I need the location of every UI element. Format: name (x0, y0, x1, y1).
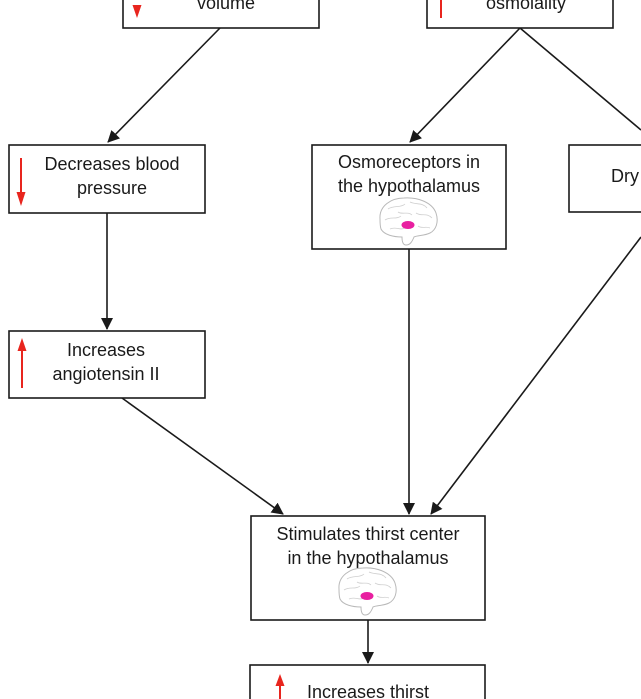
node-dry: Dry (568, 144, 641, 213)
brain-icon (379, 197, 438, 246)
node-decreases-bp-text-1: Decreases blood (44, 154, 179, 174)
node-osmoreceptors-text-2: the hypothalamus (338, 176, 480, 196)
hypothalamus-spot (401, 221, 415, 229)
node-decreases-bp-text-2: pressure (77, 178, 147, 198)
edge-angiotensin-to-thirst (121, 397, 284, 515)
node-decreases-bp: Decreases blood pressure (8, 144, 206, 214)
node-thirst-center: Stimulates thirst center in the hypothal… (250, 515, 486, 621)
node-dry-text: Dry (611, 166, 639, 186)
node-angiotensin-text-1: Increases (67, 340, 145, 360)
edge-volume-to-bp (107, 27, 221, 143)
hypothalamus-spot (360, 592, 374, 600)
node-blood-volume-text: volume (197, 0, 255, 13)
node-increases-thirst-text: Increases thirst (307, 682, 429, 699)
down-arrow-icon (16, 158, 26, 206)
node-osmoreceptors: Osmoreceptors in the hypothalamus (311, 144, 507, 250)
up-arrow-icon (275, 674, 285, 699)
up-arrow-icon (17, 338, 27, 388)
edge-dry-to-thirst (430, 236, 641, 515)
node-angiotensin: Increases angiotensin II (8, 330, 206, 399)
node-blood-volume: volume (122, 0, 320, 29)
node-thirst-center-text-1: Stimulates thirst center (276, 524, 459, 544)
connectors (101, 27, 641, 664)
edge-osmolality-to-dry (519, 27, 641, 131)
down-arrow-icon (132, 0, 142, 18)
node-osmolality-text: osmolality (486, 0, 566, 13)
edge-osmolality-to-osmoreceptors (409, 27, 521, 143)
node-osmoreceptors-text-1: Osmoreceptors in (338, 152, 480, 172)
node-osmolality: osmolality (426, 0, 614, 29)
brain-icon (338, 567, 397, 616)
node-angiotensin-text-2: angiotensin II (52, 364, 159, 384)
node-thirst-center-text-2: in the hypothalamus (287, 548, 448, 568)
node-increases-thirst: Increases thirst (249, 664, 486, 699)
